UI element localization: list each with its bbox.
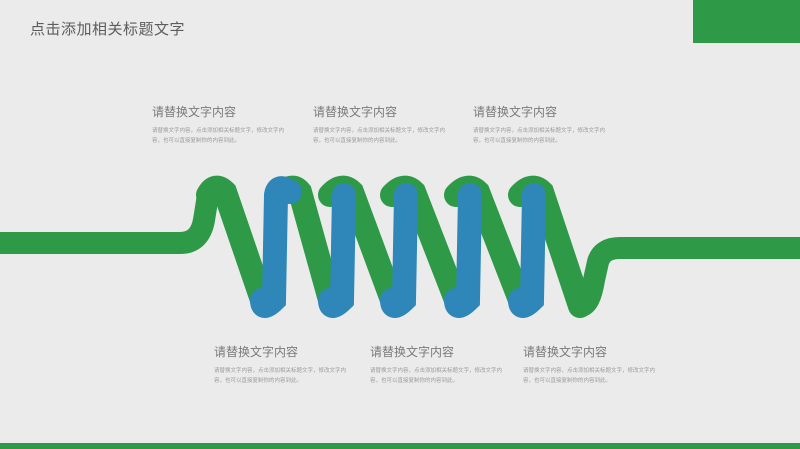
text-block-heading: 请替换文字内容 [313, 105, 398, 119]
text-block-top-1: 请替换文字内容 请替换文字内容，点击添加相关标题文字，修改文字内容，也可以直接复… [152, 103, 292, 146]
text-block-body: 请替换文字内容，点击添加相关标题文字，修改文字内容，也可以直接复制你的内容到此。 [523, 368, 656, 384]
slide-title: 点击添加相关标题文字 [30, 20, 186, 38]
right-line [569, 237, 800, 317]
text-block-heading: 请替换文字内容 [523, 345, 608, 359]
left-line [0, 184, 219, 254]
text-block-top-2: 请替换文字内容 请替换文字内容，点击添加相关标题文字，修改文字内容，也可以直接复… [313, 103, 453, 146]
text-block-body: 请替换文字内容，点击添加相关标题文字，修改文字内容，也可以直接复制你的内容到此。 [473, 128, 606, 144]
text-block-top-3: 请替换文字内容 请替换文字内容，点击添加相关标题文字，修改文字内容，也可以直接复… [473, 103, 613, 146]
text-block-body: 请替换文字内容，点击添加相关标题文字，修改文字内容，也可以直接复制你的内容到此。 [370, 368, 503, 384]
text-block-heading: 请替换文字内容 [473, 105, 558, 119]
bottom-accent-line [0, 443, 800, 449]
text-block-body: 请替换文字内容，点击添加相关标题文字，修改文字内容，也可以直接复制你的内容到此。 [313, 128, 446, 144]
text-block-heading: 请替换文字内容 [370, 345, 455, 359]
text-block-heading: 请替换文字内容 [152, 105, 237, 119]
text-block-bottom-2: 请替换文字内容 请替换文字内容，点击添加相关标题文字，修改文字内容，也可以直接复… [370, 343, 510, 386]
text-block-body: 请替换文字内容，点击添加相关标题文字，修改文字内容，也可以直接复制你的内容到此。 [214, 368, 347, 384]
text-block-heading: 请替换文字内容 [214, 345, 299, 359]
blue-ribbons [250, 176, 546, 318]
text-block-body: 请替换文字内容，点击添加相关标题文字，修改文字内容，也可以直接复制你的内容到此。 [152, 128, 285, 144]
corner-accent-bar [693, 0, 800, 43]
text-block-bottom-3: 请替换文字内容 请替换文字内容，点击添加相关标题文字，修改文字内容，也可以直接复… [523, 343, 663, 386]
text-block-bottom-1: 请替换文字内容 请替换文字内容，点击添加相关标题文字，修改文字内容，也可以直接复… [214, 343, 354, 386]
